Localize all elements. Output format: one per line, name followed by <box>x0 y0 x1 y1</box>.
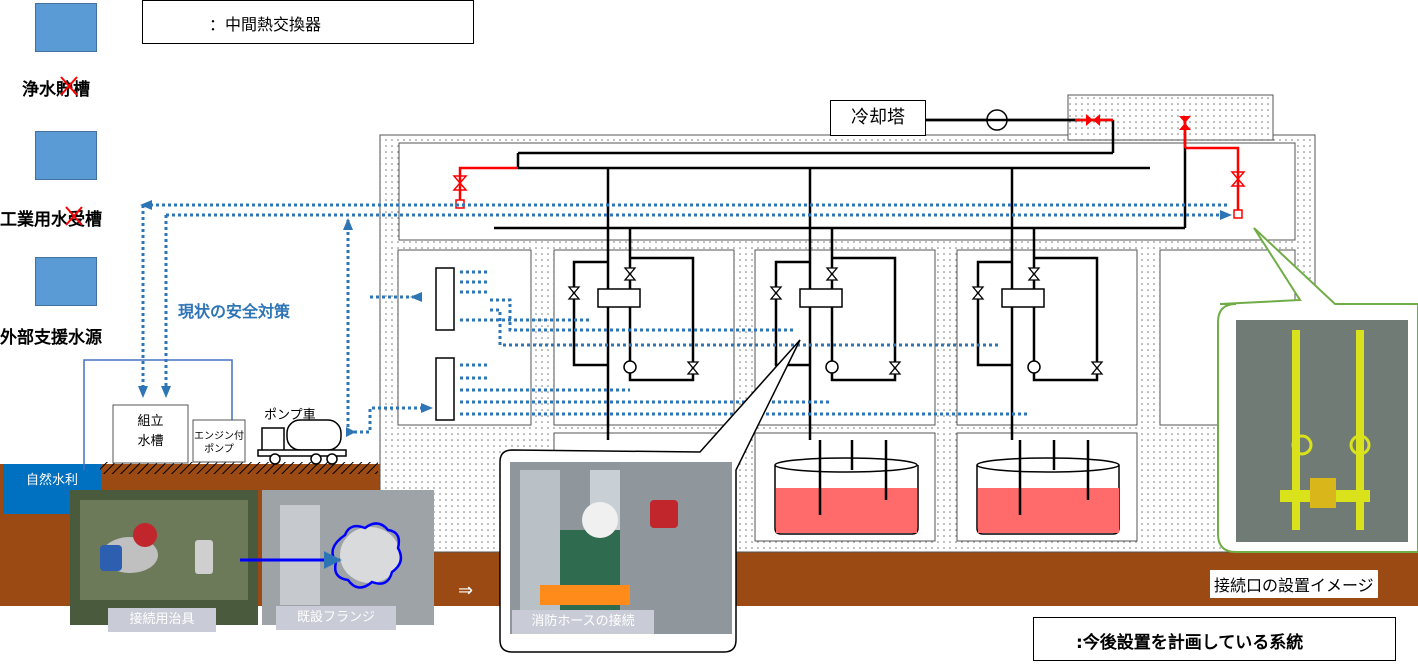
room-a <box>554 250 734 425</box>
caption-flange: 既設フランジ <box>276 606 396 630</box>
room-b <box>755 250 935 425</box>
photo-hose <box>510 462 732 634</box>
safety-measures-label: 現状の安全対策 <box>174 298 294 322</box>
tank-b <box>775 458 918 534</box>
pump-truck-label: ポンプ車 <box>264 404 316 423</box>
legend-heat-exchanger: ：中間熱交換器 <box>142 0 474 44</box>
direction-arrow-symbol: ⇒ <box>458 580 473 601</box>
caption-install: 接続口の設置イメージ <box>1210 570 1378 598</box>
room-c <box>957 250 1137 425</box>
caption-hose: 消防ホースの接続 <box>512 610 654 634</box>
pump-truck-icon <box>258 420 346 464</box>
caption-jig: 接続用治具 <box>108 608 216 632</box>
room-control <box>398 250 531 425</box>
strike-icon-clean <box>57 74 81 98</box>
tank-c <box>977 458 1119 534</box>
strike-icon-industrial <box>62 204 86 228</box>
ground-hatch <box>100 462 378 474</box>
water-source-icon-clean <box>35 3 97 52</box>
cooling-tower: 冷却塔 <box>830 100 926 136</box>
legend-planned-system: :今後設置を計画している系統 <box>1033 617 1396 661</box>
panel-lower <box>436 358 454 420</box>
legend-heat-exchanger-text: ：中間熱交換器 <box>209 11 321 35</box>
cooling-tower-label: 冷却塔 <box>831 101 925 135</box>
water-source-icon-external <box>35 257 97 306</box>
panel-upper <box>436 268 454 330</box>
assembly-tank-label: 組立 水槽 <box>113 412 188 452</box>
water-source-icon-industrial <box>35 131 97 180</box>
legend-planned-system-text: :今後設置を計画している系統 <box>1076 628 1303 653</box>
upper-floor <box>399 143 1295 240</box>
engine-pump-label: エンジン付 ポンプ <box>193 430 245 456</box>
connection-port-right <box>1234 210 1242 218</box>
water-source-label-industrial: 工業用水受槽 <box>0 205 102 230</box>
natural-water-label: 自然水利 <box>26 469 78 488</box>
photo-flange <box>240 490 434 625</box>
water-source-label-external: 外部支援水源 <box>0 323 102 348</box>
photo-jig <box>70 490 258 625</box>
photo-install <box>1236 320 1408 542</box>
